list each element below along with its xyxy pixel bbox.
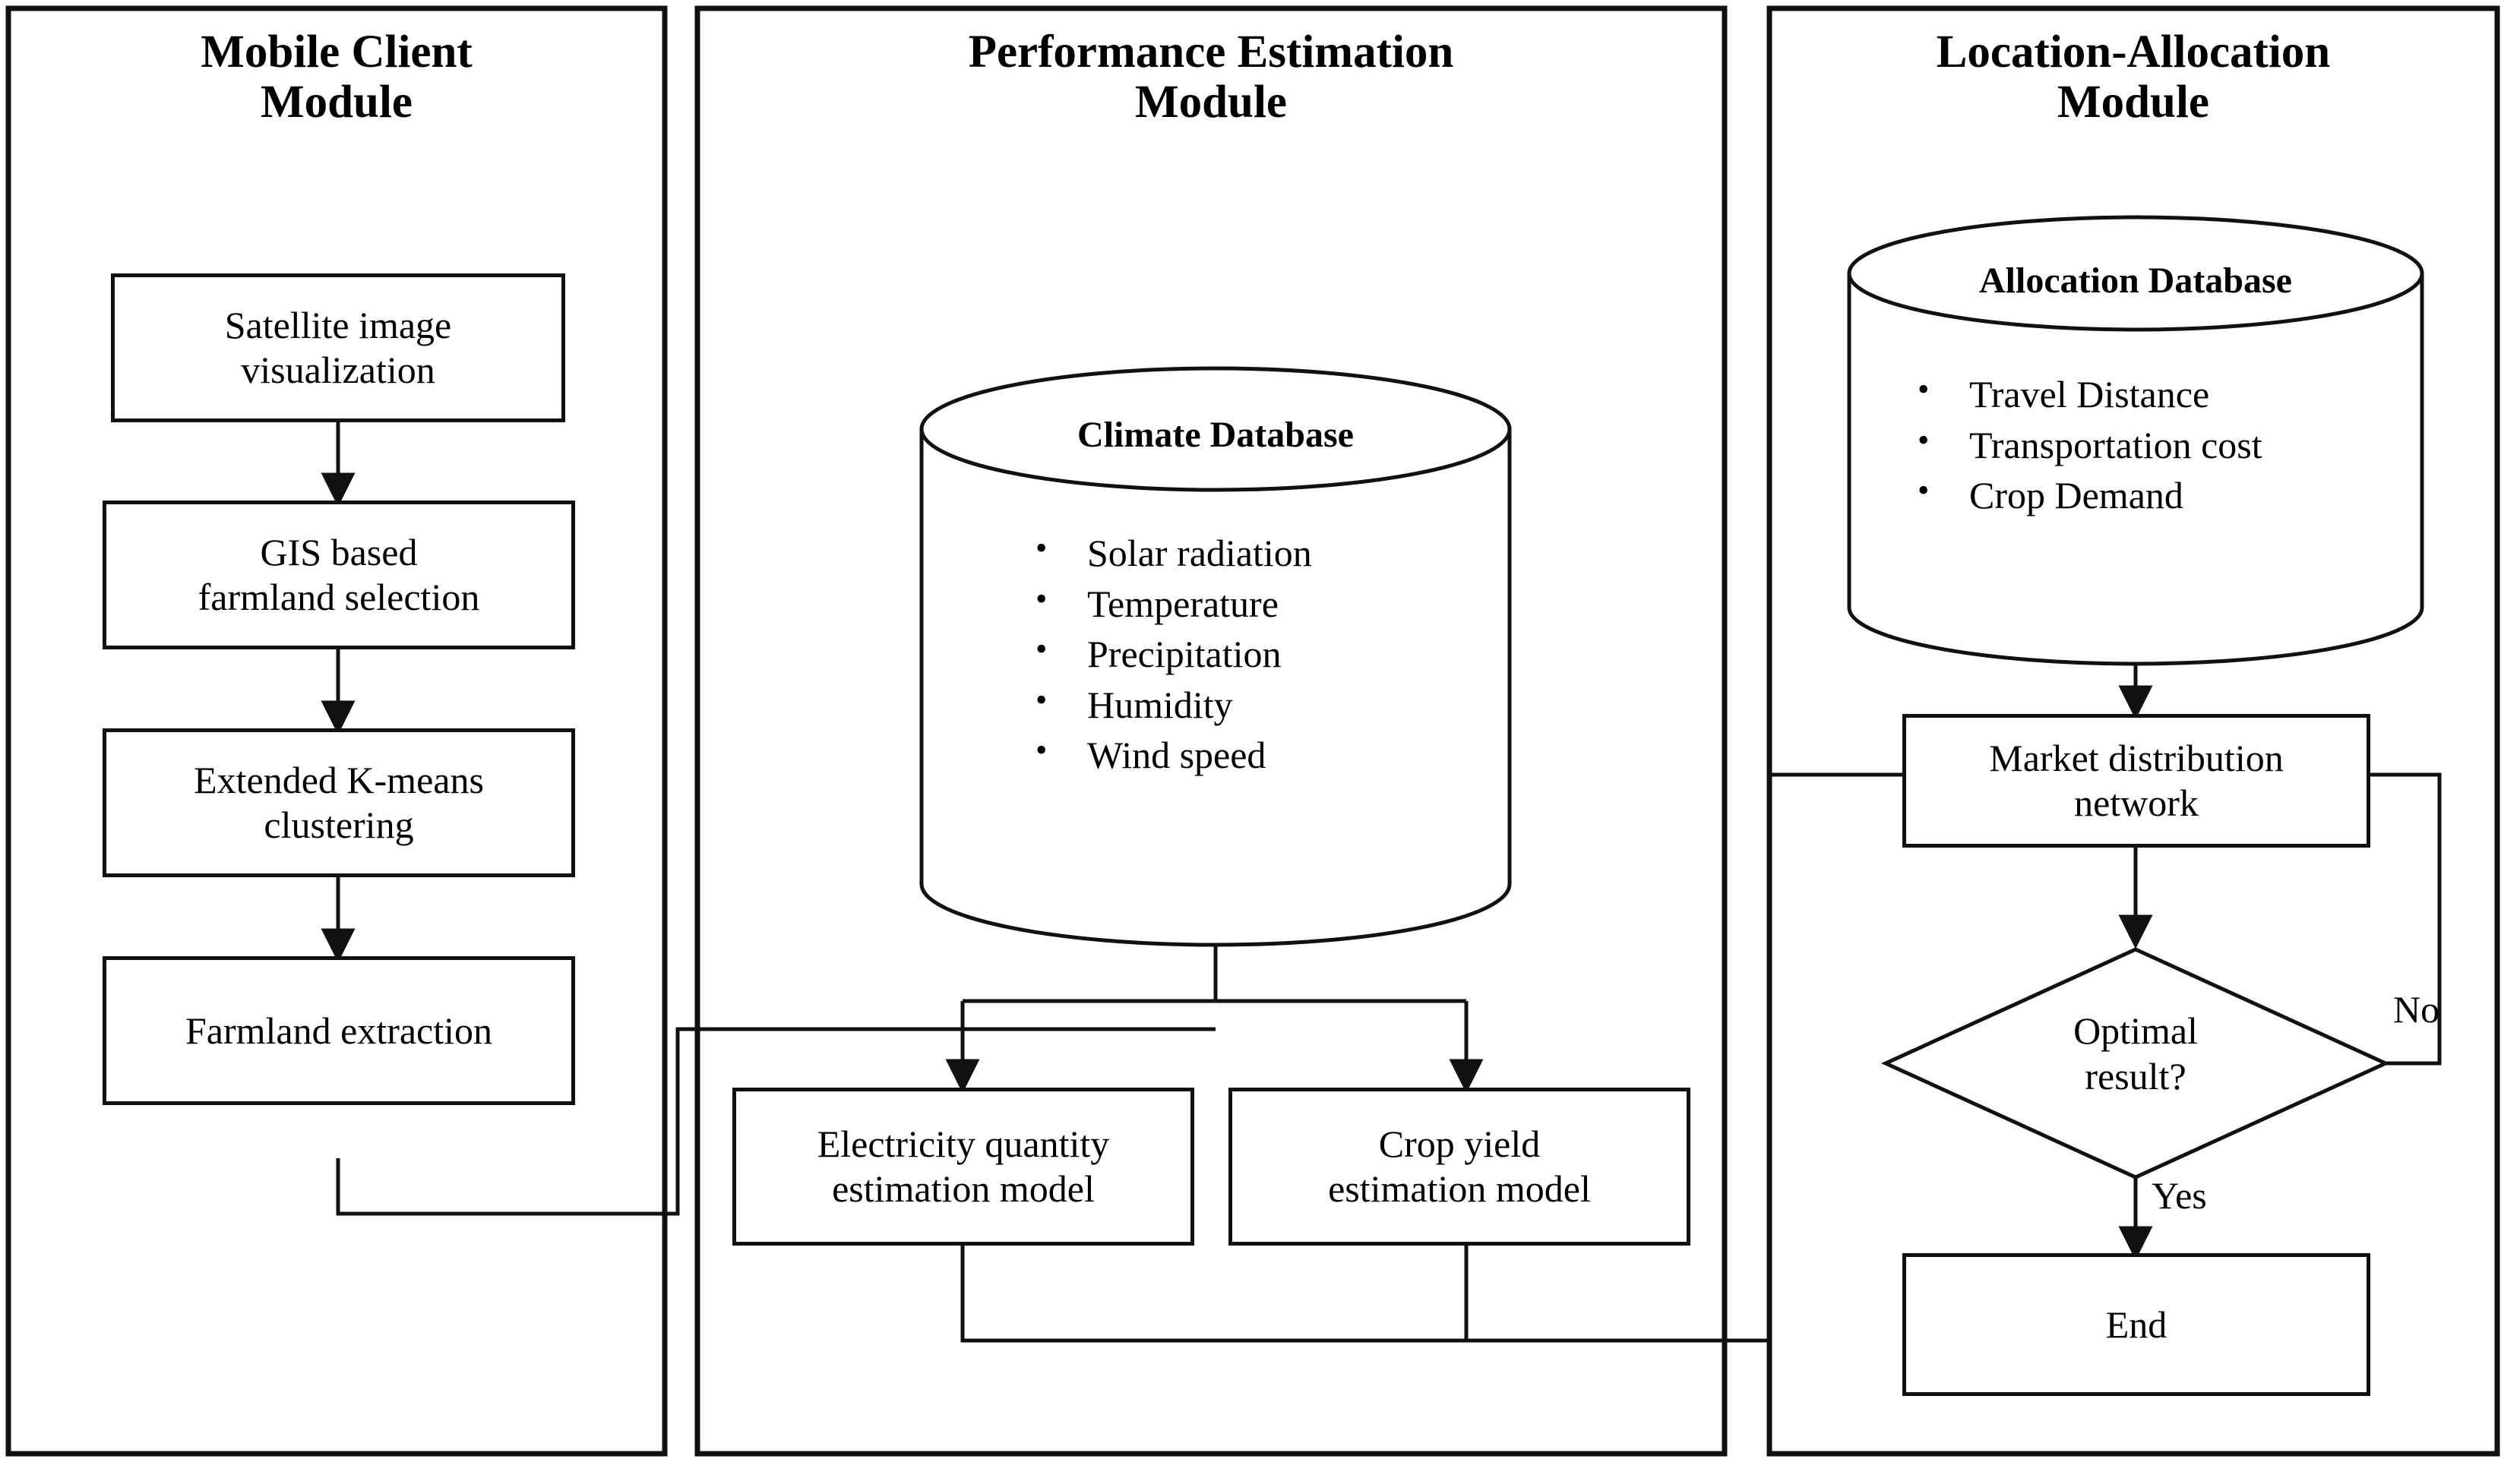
node-label: GIS based farmland selection bbox=[198, 531, 480, 618]
module-title-line1: Performance Estimation bbox=[968, 27, 1454, 77]
node-label: Electricity quantity estimation model bbox=[817, 1123, 1110, 1210]
list-item: Humidity bbox=[1028, 678, 1312, 731]
node-electricity-quantity-estimation-model[interactable]: Electricity quantity estimation model bbox=[732, 1088, 1194, 1246]
node-market-distribution-network[interactable]: Market distribution network bbox=[1902, 714, 2370, 848]
module-title-line2: Module bbox=[261, 76, 413, 128]
module-title-mobile-client: Mobile Client Module bbox=[8, 27, 665, 128]
optimal-result-label: Optimal result? bbox=[2073, 1009, 2198, 1097]
module-title-line1: Location-Allocation bbox=[1936, 27, 2331, 77]
module-title-line2: Module bbox=[2057, 76, 2209, 128]
edge-label-no: No bbox=[2393, 988, 2440, 1031]
node-extended-kmeans-clustering[interactable]: Extended K-means clustering bbox=[103, 728, 575, 877]
module-title-line1: Mobile Client bbox=[201, 27, 473, 77]
node-label: Market distribution network bbox=[1989, 737, 2284, 824]
allocation-database-list: Travel Distance Transportation cost Crop… bbox=[1910, 368, 2262, 521]
node-end[interactable]: End bbox=[1902, 1253, 2370, 1396]
list-item: Wind speed bbox=[1028, 728, 1312, 781]
module-title-location-allocation: Location-Allocation Module bbox=[1769, 27, 2497, 128]
node-crop-yield-estimation-model[interactable]: Crop yield estimation model bbox=[1228, 1088, 1690, 1246]
node-label: Extended K-means clustering bbox=[194, 759, 484, 846]
node-gis-based-farmland-selection[interactable]: GIS based farmland selection bbox=[103, 501, 575, 649]
climate-database[interactable]: Climate Database Solar radiation Tempera… bbox=[922, 368, 1510, 946]
module-title-line2: Module bbox=[1135, 76, 1287, 128]
list-item: Transportation cost bbox=[1910, 418, 2262, 471]
node-label: End bbox=[2105, 1303, 2167, 1346]
list-item: Crop Demand bbox=[1910, 469, 2262, 521]
connectors-climate-to-models bbox=[945, 945, 1484, 1094]
climate-database-title: Climate Database bbox=[1077, 415, 1354, 455]
list-item: Solar radiation bbox=[1028, 526, 1312, 579]
node-label: Crop yield estimation model bbox=[1328, 1123, 1591, 1210]
allocation-database[interactable]: Allocation Database Travel Distance Tran… bbox=[1849, 217, 2422, 665]
node-farmland-extraction[interactable]: Farmland extraction bbox=[103, 956, 575, 1105]
climate-database-list: Solar radiation Temperature Precipitatio… bbox=[1028, 526, 1312, 781]
list-item: Temperature bbox=[1028, 577, 1312, 630]
node-satellite-image-visualization[interactable]: Satellite image visualization bbox=[111, 273, 565, 422]
allocation-database-title: Allocation Database bbox=[1979, 261, 2292, 301]
node-label: Satellite image visualization bbox=[224, 304, 452, 391]
list-item: Precipitation bbox=[1028, 627, 1312, 680]
edge-label-yes: Yes bbox=[2152, 1174, 2207, 1217]
node-label: Farmland extraction bbox=[185, 1009, 493, 1052]
list-item: Travel Distance bbox=[1910, 368, 2262, 420]
module-title-performance-estimation: Performance Estimation Module bbox=[697, 27, 1725, 128]
